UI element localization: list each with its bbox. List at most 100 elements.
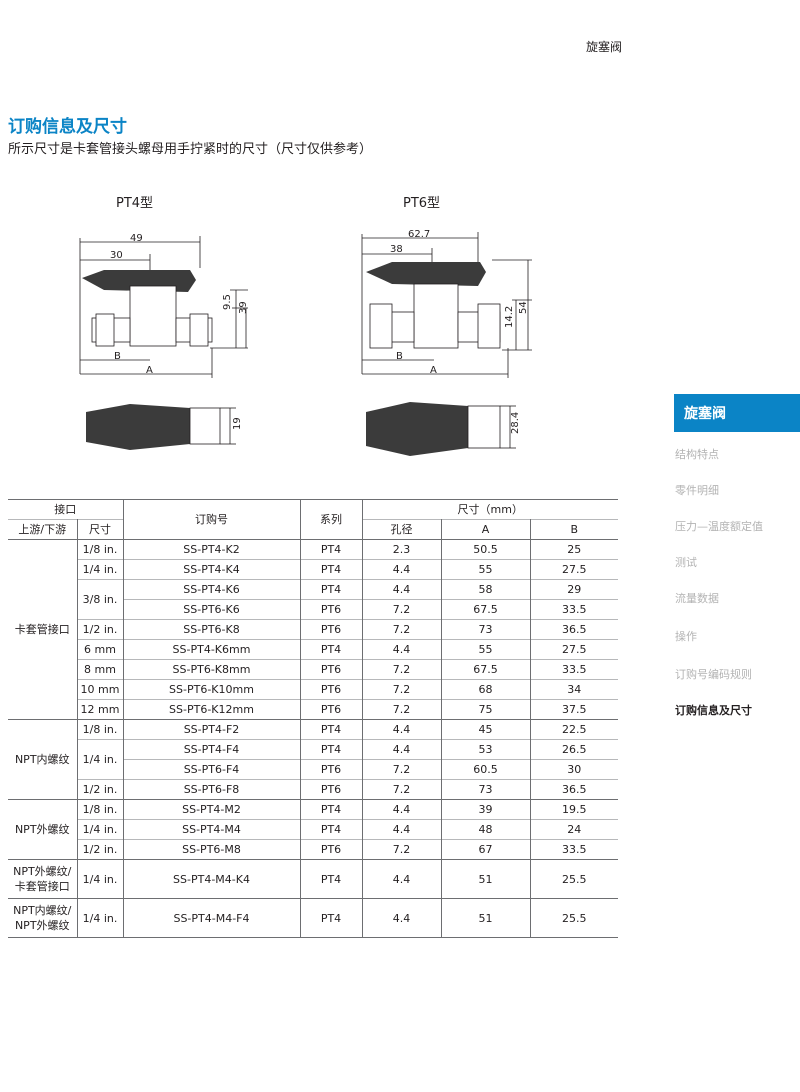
series-cell: PT4 xyxy=(300,719,363,740)
dim-b-cell: 26.5 xyxy=(530,739,618,760)
bore-cell: 4.4 xyxy=(362,859,442,899)
header-upstream: 上游/下游 xyxy=(8,519,78,540)
dim-b-cell: 30 xyxy=(530,759,618,780)
pt6-dim-62-7: 62.7 xyxy=(408,229,430,240)
header-port: 接口 xyxy=(8,499,124,520)
sidebar-item-testing[interactable]: 测试 xyxy=(675,556,697,569)
series-cell: PT4 xyxy=(300,898,363,938)
dim-b-cell: 19.5 xyxy=(562,803,587,816)
header-series: 系列 xyxy=(300,499,363,540)
sidebar-item-ordering-dimensions[interactable]: 订购信息及尺寸 xyxy=(675,704,752,717)
bore-cell: 7.2 xyxy=(362,599,442,620)
dim-a-cell: 39 xyxy=(441,799,531,820)
group-name-cell: NPT内螺纹/ NPT外螺纹 xyxy=(8,898,78,938)
series-cell: PT4 xyxy=(300,539,363,560)
bore-cell: 4.4 xyxy=(362,719,442,740)
bore-cell: 4.4 xyxy=(362,799,442,820)
bore-cell: 4.4 xyxy=(362,898,442,938)
dim-b-cell: 36.5 xyxy=(530,619,618,640)
dim-b-cell: 27.5 xyxy=(530,639,618,660)
sidebar-item-ordering-code[interactable]: 订购号编码规则 xyxy=(675,668,752,681)
order-number-cell: SS-PT4-M4-K4 xyxy=(123,859,301,899)
series-cell: PT6 xyxy=(300,679,363,700)
order-number-cell: SS-PT6-M8 xyxy=(123,839,301,860)
dim-a-cell: 55 xyxy=(441,639,531,660)
pt4-model-label: PT4型 xyxy=(116,196,154,211)
dim-a-cell: 73 xyxy=(441,779,531,800)
group-name-cell: NPT外螺纹 xyxy=(8,799,78,860)
series-cell: PT4 xyxy=(300,559,363,580)
dim-a-cell: 73 xyxy=(441,619,531,640)
pt4-top-drawing: 19 xyxy=(86,404,243,450)
size-cell: 6 mm xyxy=(77,639,124,660)
dim-a-cell: 50.5 xyxy=(441,539,531,560)
sidebar-item-operation[interactable]: 操作 xyxy=(675,630,697,643)
series-cell: PT6 xyxy=(300,759,363,780)
dim-a-cell: 55 xyxy=(441,559,531,580)
pt4-front-drawing: 49 30 9.5 39 B A xyxy=(79,233,249,378)
size-cell: 1/4 in. xyxy=(77,819,124,840)
size-cell: 1/4 in. xyxy=(77,739,124,780)
dim-a-cell: 67.5 xyxy=(441,659,531,680)
dim-b-cell: 27.5 xyxy=(530,559,618,580)
series-cell: PT4 xyxy=(300,739,363,760)
group-name-cell: NPT外螺纹/ 卡套管接口 xyxy=(8,859,78,899)
dim-b-cell: 34 xyxy=(530,679,618,700)
pt6-dim-14-2: 14.2 xyxy=(504,306,515,328)
sidebar-active-section[interactable]: 旋塞阀 xyxy=(674,394,800,432)
dim-a-cell: 67 xyxy=(441,839,531,860)
dim-b-cell: 37.5 xyxy=(530,699,618,720)
dim-a-cell: 67.5 xyxy=(441,599,531,620)
dim-a-cell: 58 xyxy=(441,579,531,600)
sidebar-item-flow-data[interactable]: 流量数据 xyxy=(675,592,719,605)
bore-cell: 4.4 xyxy=(362,579,442,600)
page-subtitle: 所示尺寸是卡套管接头螺母用手拧紧时的尺寸（尺寸仅供参考） xyxy=(8,142,373,157)
order-number-cell: SS-PT4-M2 xyxy=(123,799,301,820)
header-dims: 尺寸（mm） xyxy=(457,503,523,516)
size-cell: 3/8 in. xyxy=(77,579,124,620)
series-cell: PT6 xyxy=(300,619,363,640)
order-number-cell: SS-PT6-K8mm xyxy=(123,659,301,680)
sidebar-item-features[interactable]: 结构特点 xyxy=(675,448,719,461)
size-cell: 1/8 in. xyxy=(77,539,124,560)
series-cell: PT4 xyxy=(300,799,363,820)
dim-b-cell: 22.5 xyxy=(562,723,587,736)
bore-cell: 7.2 xyxy=(362,659,442,680)
pt4-dim-b: B xyxy=(114,351,121,362)
header-b: B xyxy=(570,523,579,536)
sidebar-item-parts[interactable]: 零件明细 xyxy=(675,484,719,497)
size-cell: 1/8 in. xyxy=(77,799,124,820)
dim-b-cell: 24 xyxy=(530,819,618,840)
size-cell: 1/2 in. xyxy=(77,779,124,800)
pt6-top-drawing: 28.4 xyxy=(366,402,521,456)
bore-cell: 7.2 xyxy=(362,779,442,800)
series-cell: PT6 xyxy=(300,779,363,800)
order-number-cell: SS-PT6-K12mm xyxy=(123,699,301,720)
size-cell: 12 mm xyxy=(77,699,124,720)
bore-cell: 4.4 xyxy=(362,819,442,840)
header-bore: 孔径 xyxy=(362,519,442,540)
order-number-cell: SS-PT4-M4 xyxy=(123,819,301,840)
order-number-cell: SS-PT4-K6mm xyxy=(123,639,301,660)
sidebar: 旋塞阀 xyxy=(674,394,800,432)
size-cell: 8 mm xyxy=(77,659,124,680)
pt4-dim-30: 30 xyxy=(110,250,123,261)
series-cell: PT4 xyxy=(300,639,363,660)
section-header-label: 旋塞阀 xyxy=(586,40,623,54)
dim-b-cell: 33.5 xyxy=(530,659,618,680)
size-cell: 1/4 in. xyxy=(77,559,124,580)
group-name-cell: 卡套管接口 xyxy=(8,539,78,720)
series-cell: PT6 xyxy=(300,599,363,620)
sidebar-item-pressure-temperature[interactable]: 压力—温度额定值 xyxy=(675,520,763,533)
series-cell: PT4 xyxy=(300,819,363,840)
